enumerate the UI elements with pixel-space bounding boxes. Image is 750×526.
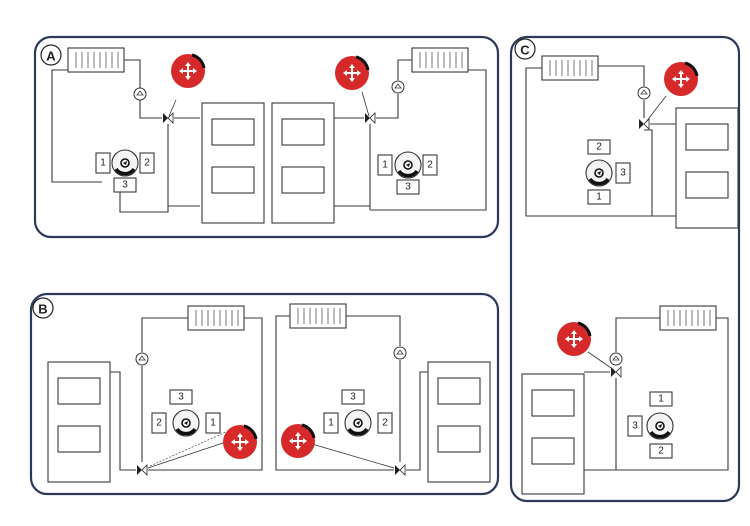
port-label: 2 bbox=[382, 418, 388, 429]
rotary-valve-a-left: 1 2 3 bbox=[95, 148, 155, 193]
boiler-icon bbox=[47, 361, 111, 483]
panel-c: C 2 3 1 bbox=[509, 35, 741, 503]
radiator-icon bbox=[187, 305, 245, 331]
port-label: 3 bbox=[405, 182, 411, 193]
pump-icon bbox=[133, 87, 147, 101]
boiler-icon bbox=[201, 102, 265, 224]
port-label: 3 bbox=[122, 180, 128, 191]
panel-c-badge bbox=[514, 38, 536, 60]
panel-b-right-circuit: 3 1 2 bbox=[275, 303, 491, 483]
rotary-valve-c-top: 2 3 1 bbox=[584, 139, 631, 205]
rotary-valve-a-right: 1 2 3 bbox=[377, 150, 438, 195]
panel-a-label: A bbox=[46, 49, 56, 64]
panel-c-label: C bbox=[520, 43, 530, 58]
panel-a: A 1 2 3 bbox=[33, 35, 500, 239]
port-label: 1 bbox=[382, 160, 388, 171]
port-label: 1 bbox=[210, 418, 216, 429]
actuator-icon bbox=[221, 423, 259, 461]
radiator-icon bbox=[659, 305, 717, 331]
port-label: 2 bbox=[156, 418, 162, 429]
pump-icon bbox=[135, 352, 149, 366]
actuator-icon bbox=[662, 60, 700, 98]
pump-icon bbox=[391, 80, 405, 94]
panel-b-label: B bbox=[38, 302, 47, 317]
pump-icon bbox=[637, 86, 651, 100]
panel-b-border bbox=[29, 292, 500, 496]
boiler-icon bbox=[427, 361, 491, 483]
panel-c-top-circuit: 2 3 1 bbox=[525, 55, 739, 229]
port-label: 2 bbox=[144, 158, 150, 169]
pump-icon bbox=[609, 352, 623, 366]
boiler-icon bbox=[271, 102, 335, 224]
port-label: 1 bbox=[658, 394, 664, 405]
panel-b-left-circuit: 3 2 1 bbox=[47, 305, 263, 483]
radiator-icon bbox=[541, 55, 599, 81]
panel-a-badge bbox=[40, 44, 62, 66]
rotary-valve-b-left: 3 2 1 bbox=[151, 389, 221, 438]
port-label: 2 bbox=[596, 142, 602, 153]
port-label: 1 bbox=[328, 418, 334, 429]
port-label: 3 bbox=[620, 168, 626, 179]
port-label: 2 bbox=[658, 446, 664, 457]
rotary-valve-c-bottom: 1 3 2 bbox=[627, 391, 675, 459]
panel-a-left-circuit: 1 2 3 bbox=[51, 47, 265, 224]
port-label: 1 bbox=[596, 192, 602, 203]
panel-a-border bbox=[33, 35, 500, 239]
actuator-icon bbox=[333, 54, 371, 92]
panel-b: B 3 2 1 bbox=[29, 292, 500, 496]
port-label: 1 bbox=[100, 158, 106, 169]
port-label: 3 bbox=[632, 421, 638, 432]
boiler-icon bbox=[521, 373, 585, 495]
pump-icon bbox=[393, 346, 407, 360]
panel-c-bottom-circuit: 1 3 2 bbox=[521, 305, 729, 495]
port-label: 2 bbox=[427, 160, 433, 171]
port-label: 3 bbox=[350, 392, 356, 403]
boiler-icon bbox=[675, 107, 739, 229]
radiator-icon bbox=[289, 303, 347, 329]
radiator-icon bbox=[411, 47, 469, 73]
actuator-icon bbox=[279, 422, 317, 460]
panel-b-badge bbox=[32, 297, 54, 319]
panel-a-right-circuit: 1 2 3 bbox=[271, 47, 487, 224]
radiator-icon bbox=[67, 47, 125, 73]
port-label: 3 bbox=[178, 392, 184, 403]
actuator-icon bbox=[555, 320, 593, 358]
actuator-icon bbox=[169, 52, 207, 90]
rotary-valve-b-right: 3 1 2 bbox=[323, 389, 393, 438]
